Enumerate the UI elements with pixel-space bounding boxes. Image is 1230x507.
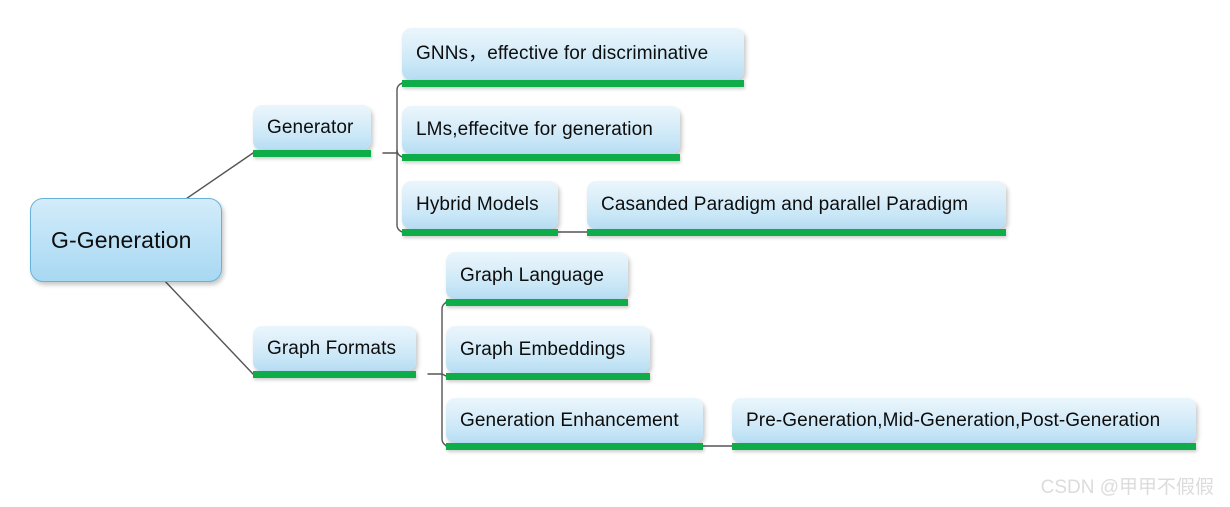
node-accent-bar-generation-stages — [732, 443, 1196, 450]
node-generator[interactable]: Generator — [253, 105, 371, 150]
node-root[interactable]: G-Generation — [30, 198, 222, 282]
node-label-paradigms: Casanded Paradigm and parallel Paradigm — [601, 194, 969, 216]
node-hybrid-models[interactable]: Hybrid Models — [402, 181, 558, 229]
node-graph-language[interactable]: Graph Language — [446, 252, 628, 299]
node-label-lms: LMs,effecitve for generation — [416, 119, 653, 141]
node-gnns[interactable]: GNNs，effective for discriminative — [402, 28, 744, 80]
watermark: CSDN @甲甲不假假 — [1040, 477, 1214, 498]
node-accent-bar-gnns — [402, 80, 744, 87]
node-graph-embeddings[interactable]: Graph Embeddings — [446, 326, 650, 373]
node-accent-bar-graph-formats — [253, 371, 416, 378]
node-label-generation-stages: Pre-Generation,Mid-Generation,Post-Gener… — [746, 409, 1161, 431]
node-label-hybrid-models: Hybrid Models — [416, 194, 539, 216]
node-accent-bar-lms — [402, 154, 680, 161]
node-label-generator: Generator — [267, 116, 354, 138]
node-accent-bar-graph-embeddings — [446, 373, 650, 380]
node-lms[interactable]: LMs,effecitve for generation — [402, 106, 680, 154]
node-accent-bar-paradigms — [587, 229, 1006, 236]
node-generation-enhancement[interactable]: Generation Enhancement — [446, 398, 703, 443]
node-generation-stages[interactable]: Pre-Generation,Mid-Generation,Post-Gener… — [732, 398, 1196, 443]
node-label-root: G-Generation — [51, 226, 192, 253]
node-paradigms[interactable]: Casanded Paradigm and parallel Paradigm — [587, 181, 1006, 229]
node-graph-formats[interactable]: Graph Formats — [253, 326, 416, 371]
node-accent-bar-generator — [253, 150, 371, 157]
node-accent-bar-graph-language — [446, 299, 628, 306]
node-label-gnns: GNNs，effective for discriminative — [416, 43, 709, 65]
node-label-graph-language: Graph Language — [460, 264, 605, 286]
node-accent-bar-generation-enhancement — [446, 443, 703, 450]
node-accent-bar-hybrid-models — [402, 229, 558, 236]
node-label-graph-formats: Graph Formats — [267, 337, 397, 359]
node-label-graph-embeddings: Graph Embeddings — [460, 338, 626, 360]
node-label-generation-enhancement: Generation Enhancement — [460, 409, 679, 431]
